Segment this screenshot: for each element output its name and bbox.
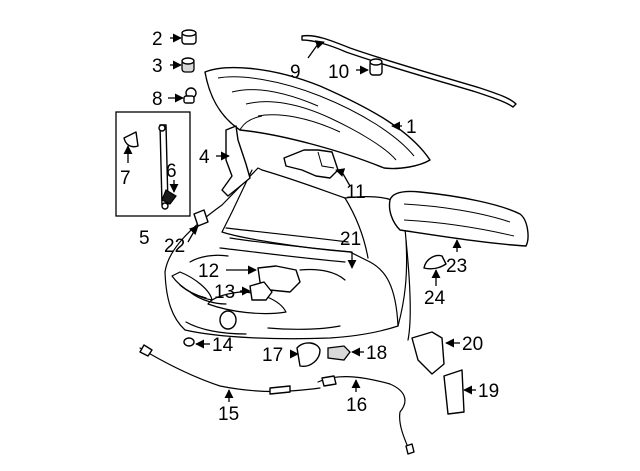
hood-panel <box>204 66 431 170</box>
callout-4: 4 <box>199 147 210 168</box>
clip-part-8 <box>183 87 197 104</box>
bumper-part-2 <box>181 29 197 45</box>
grommet-14 <box>183 337 195 347</box>
callout-1: 1 <box>406 117 417 138</box>
callout-9: 9 <box>290 62 301 83</box>
callout-8: 8 <box>152 89 163 110</box>
bracket-19 <box>443 369 465 415</box>
callout-2: 2 <box>152 29 163 50</box>
callout-13: 13 <box>214 282 235 303</box>
callout-19: 19 <box>478 381 499 402</box>
callout-20: 20 <box>462 334 483 355</box>
vehicle-front-body <box>164 167 411 341</box>
callout-numbers: 1 2 3 4 5 6 7 8 9 10 11 12 13 14 15 16 1… <box>120 29 499 425</box>
strut-clip-6 <box>161 189 177 205</box>
hood-latch <box>283 149 339 179</box>
callout-7: 7 <box>120 168 131 189</box>
callout-21: 21 <box>340 229 361 250</box>
callout-18: 18 <box>366 343 387 364</box>
bumper-part-3 <box>181 57 195 73</box>
callout-leaders <box>123 33 476 402</box>
callout-10: 10 <box>328 62 349 83</box>
cover-24 <box>423 254 447 270</box>
callout-15: 15 <box>218 404 239 425</box>
bracket-13 <box>249 281 273 301</box>
strut-kit-box <box>115 111 191 217</box>
callout-6: 6 <box>166 161 177 182</box>
callout-16: 16 <box>346 395 367 416</box>
bracket-22 <box>193 209 209 227</box>
callout-3: 3 <box>152 56 163 77</box>
bump-stop-part <box>369 58 383 76</box>
hood-hinge <box>221 125 251 197</box>
badge-emblem <box>219 310 237 330</box>
callout-11: 11 <box>346 182 366 203</box>
release-cable-16 <box>317 376 411 453</box>
hood-insulation <box>388 190 529 247</box>
bracket-20 <box>411 331 445 375</box>
connector-18 <box>327 345 351 361</box>
callout-24: 24 <box>424 288 446 309</box>
callout-5: 5 <box>139 228 150 249</box>
callout-17: 17 <box>262 345 283 366</box>
callout-14: 14 <box>212 335 234 356</box>
callout-23: 23 <box>446 256 467 277</box>
callout-12: 12 <box>198 261 219 282</box>
release-handle-17 <box>296 342 321 367</box>
hood-seal <box>301 34 517 108</box>
callout-22: 22 <box>164 236 185 257</box>
release-cable-15 <box>139 347 321 393</box>
